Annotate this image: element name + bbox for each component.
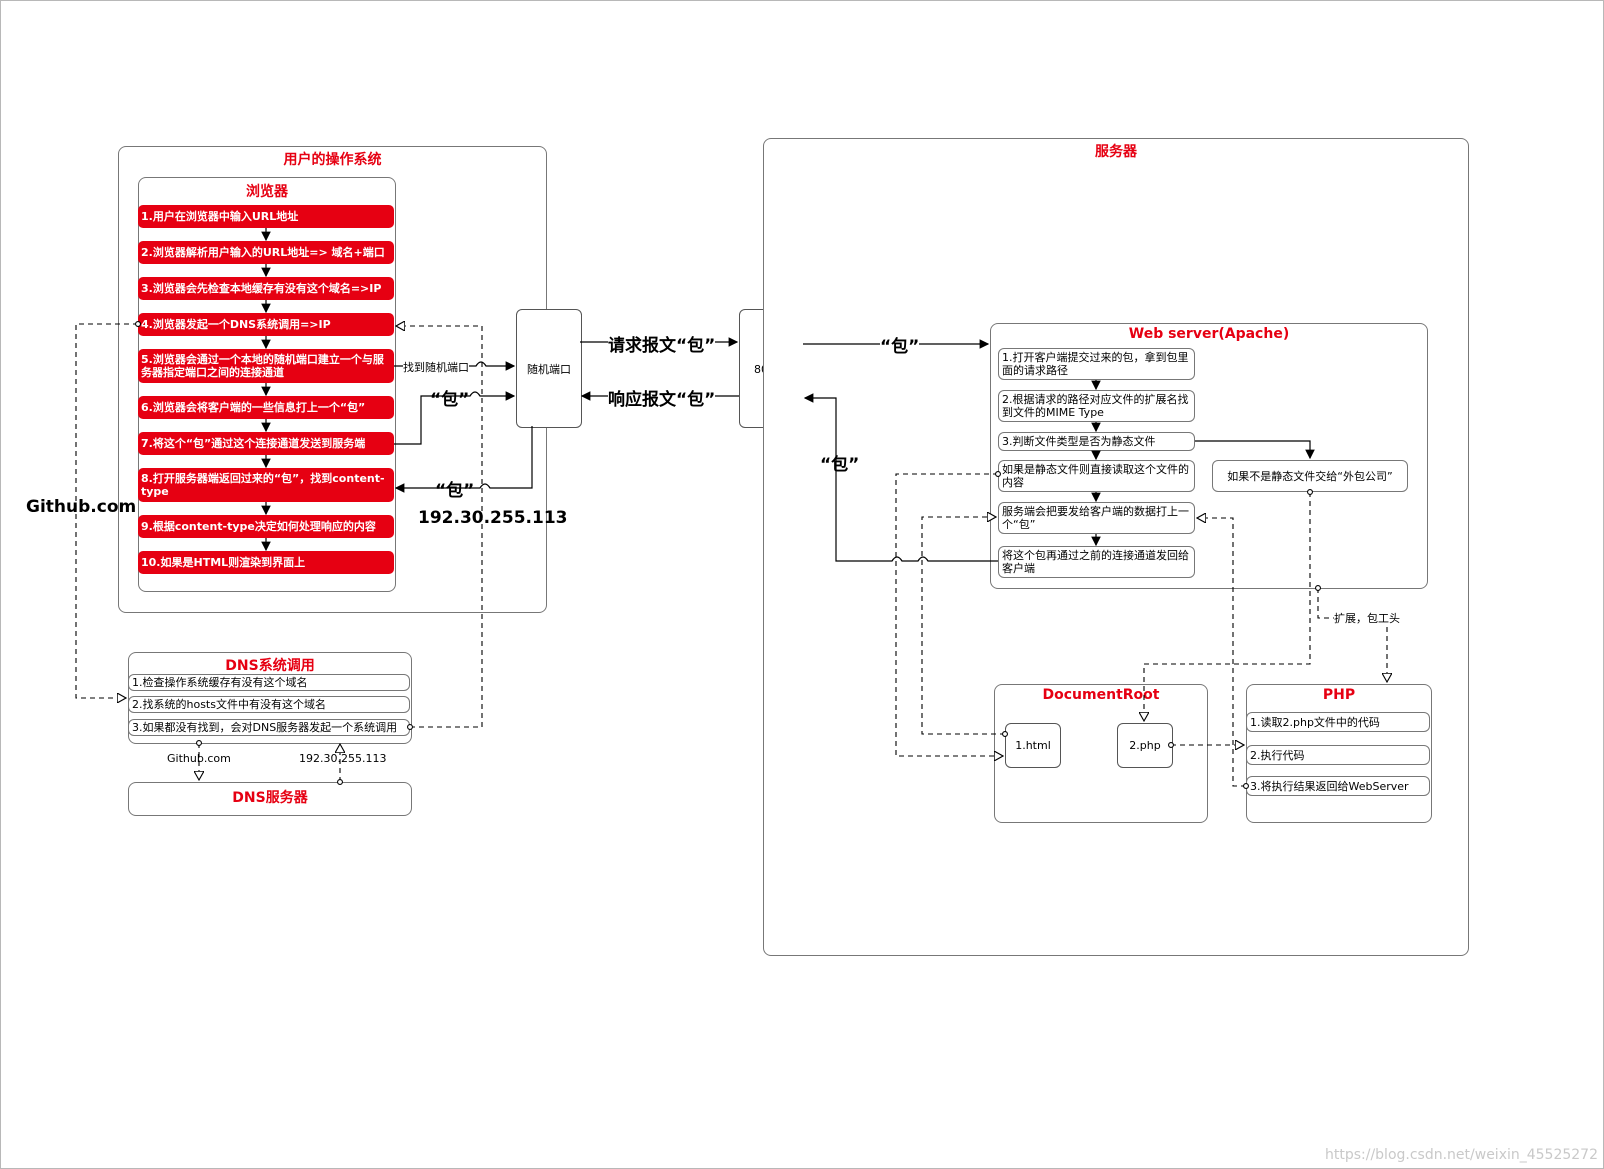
server-title: 服务器 — [1095, 144, 1137, 160]
label-extend: 扩展，包工头 — [1334, 610, 1400, 626]
webserver-step-1: 1.打开客户端提交过来的包，拿到包里面的请求路径 — [998, 348, 1195, 380]
watermark: https://blog.csdn.net/weixin_45525272 — [1324, 1147, 1598, 1163]
os-title: 用户的操作系统 — [283, 152, 382, 168]
dns-call-item-1: 1.检查操作系统缓存有没有这个域名 — [128, 674, 410, 691]
browser-title: 浏览器 — [246, 184, 288, 200]
file-1-html: 1.html — [1005, 723, 1061, 768]
browser-step-5: 5.浏览器会通过一个本地的随机端口建立一个与服务器指定端口之间的连接通道 — [138, 349, 394, 383]
browser-step-1: 1.用户在浏览器中输入URL地址 — [138, 205, 394, 228]
dns-server-title: DNS服务器 — [232, 790, 308, 806]
dns-call-item-3: 3.如果都没有找到，会对DNS服务器发起一个系统调用 — [128, 719, 410, 736]
label-packet-right-top: “包” — [880, 332, 920, 357]
browser-step-2: 2.浏览器解析用户输入的URL地址=> 域名+端口 — [138, 241, 394, 264]
browser-step-4: 4.浏览器发起一个DNS系统调用=>IP — [138, 313, 394, 336]
dns-call-title: DNS系统调用 — [225, 658, 315, 674]
label-github-small: Github.com — [167, 752, 231, 765]
php-item-3: 3.将执行结果返回给WebServer — [1246, 776, 1430, 796]
browser-step-6: 6.浏览器会将客户端的一些信息打上一个“包” — [138, 396, 394, 419]
label-ip-small: 192.30.255.113 — [299, 752, 387, 765]
label-packet-left-top: “包” — [430, 390, 470, 410]
webserver-step-4: 如果是静态文件则直接读取这个文件的内容 — [998, 460, 1195, 492]
label-response-packet: 响应报文“包” — [608, 385, 716, 410]
browser-step-7: 7.将这个“包”通过这个连接通道发送到服务端 — [138, 432, 394, 455]
browser-step-8: 8.打开服务器端返回过来的“包”，找到content-type — [138, 468, 394, 502]
label-find-random-port: 找到随机端口 — [403, 359, 469, 375]
file-2-php: 2.php — [1117, 723, 1173, 768]
docroot-title: DocumentRoot — [1042, 687, 1160, 703]
label-packet-left-bottom: “包” — [435, 481, 475, 501]
browser-step-9: 9.根据content-type决定如何处理响应的内容 — [138, 515, 394, 538]
label-packet-right-left: “包” — [820, 455, 860, 475]
dns-call-item-2: 2.找系统的hosts文件中有没有这个域名 — [128, 696, 410, 713]
webserver-step-3: 3.判断文件类型是否为静态文件 — [998, 432, 1195, 451]
browser-step-3: 3.浏览器会先检查本地缓存有没有这个域名=>IP — [138, 277, 394, 300]
label-request-packet: 请求报文“包” — [608, 331, 716, 356]
random-port-box: 随机端口 — [516, 309, 582, 428]
webserver-step-2: 2.根据请求的路径对应文件的扩展名找到文件的MIME Type — [998, 390, 1195, 422]
dns-server-box: DNS服务器 — [128, 782, 412, 816]
browser-step-10: 10.如果是HTML则渲染到界面上 — [138, 551, 394, 574]
webserver-title: Web server(Apache) — [1128, 326, 1290, 342]
php-item-2: 2.执行代码 — [1246, 745, 1430, 765]
label-github-big: Github.com — [26, 497, 137, 517]
label-ip-big: 192.30.255.113 — [418, 508, 568, 528]
php-title: PHP — [1322, 687, 1356, 703]
